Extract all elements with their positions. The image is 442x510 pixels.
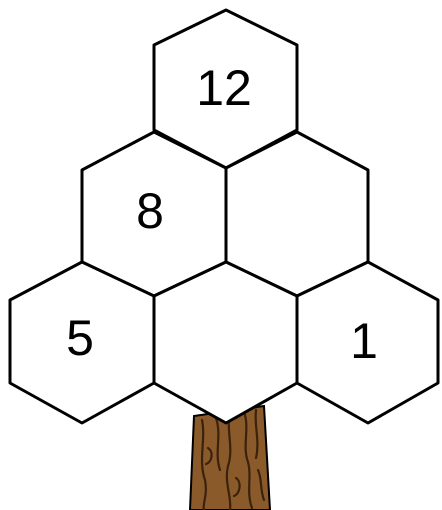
cell-bottom-right-value: 1 xyxy=(350,313,378,369)
cell-bottom-left[interactable]: 5 xyxy=(10,262,154,423)
cell-bottom-right[interactable]: 1 xyxy=(297,262,438,423)
cell-top-value: 12 xyxy=(196,60,252,116)
cell-middle-left-value: 8 xyxy=(136,183,164,239)
cell-bottom-center[interactable] xyxy=(154,262,297,423)
cell-bottom-left-value: 5 xyxy=(66,310,94,366)
